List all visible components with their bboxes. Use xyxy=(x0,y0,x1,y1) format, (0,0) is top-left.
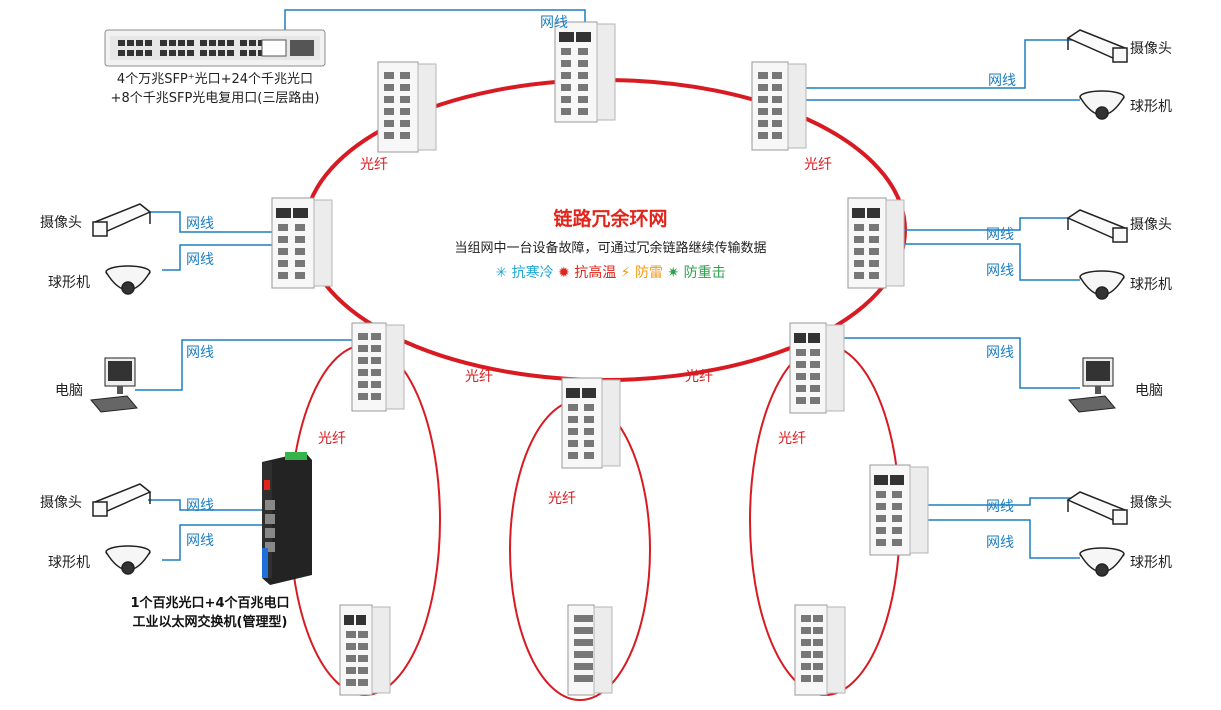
edge-caption-line2: 工业以太网交换机(管理型) xyxy=(132,615,288,630)
fiber-label: 光纤 xyxy=(804,157,832,173)
ring-switch-top-right xyxy=(751,61,807,151)
ring-switch-right xyxy=(847,197,905,289)
cable-label: 网线 xyxy=(986,499,1014,515)
ring-switch-top-left xyxy=(377,61,437,153)
ring-switch-bottom-right xyxy=(789,322,845,414)
cable-label: 网线 xyxy=(988,73,1016,89)
fiber-label: 光纤 xyxy=(778,431,806,447)
diagram-subtitle: 当组网中一台设备故障，可通过冗余链路继续传输数据 xyxy=(454,241,767,256)
ring-switch-left xyxy=(271,197,333,289)
core-switch xyxy=(104,29,326,67)
lightning-icon: ⚡ xyxy=(620,265,631,281)
core-switch-caption: 4个万兆SFP⁺光口+24个千兆光口 +8个千兆SFP光电复用口(三层路由) xyxy=(80,70,350,108)
sun-icon: ✹ xyxy=(558,265,570,281)
pc-icon xyxy=(1068,357,1116,413)
edge-caption-line1: 1个百兆光口+4个百兆电口 xyxy=(130,596,290,611)
dome-camera-icon xyxy=(1079,270,1125,300)
diagram-title: 链路冗余环网 xyxy=(553,208,668,230)
camera-icon xyxy=(1066,491,1128,525)
cable-label: 网线 xyxy=(540,15,568,31)
cable-label: 网线 xyxy=(986,345,1014,361)
dome-label: 球形机 xyxy=(1130,277,1172,293)
ring-switch-bottom-left xyxy=(351,322,405,412)
fiber-label: 光纤 xyxy=(318,431,346,447)
cable-label: 网线 xyxy=(986,535,1014,551)
camera-icon xyxy=(92,483,152,517)
dome-label: 球形机 xyxy=(48,275,90,291)
ethernet-cables xyxy=(135,9,1080,561)
feature-lightning: 防雷 xyxy=(634,265,663,281)
title-block: 链路冗余环网 当组网中一台设备故障，可通过冗余链路继续传输数据 ✳ 抗寒冷 ✹ … xyxy=(0,204,1221,282)
dome-camera-icon xyxy=(105,545,151,575)
cable-label: 网线 xyxy=(186,498,214,514)
cable-label: 网线 xyxy=(186,252,214,268)
fiber-label: 光纤 xyxy=(465,369,493,385)
edge-switch-caption: 1个百兆光口+4个百兆电口 工业以太网交换机(管理型) xyxy=(90,594,330,632)
feature-heat: 抗高温 xyxy=(574,265,617,281)
dome-label: 球形机 xyxy=(48,555,90,571)
camera-label: 摄像头 xyxy=(40,215,82,231)
feature-cold: 抗寒冷 xyxy=(511,265,554,281)
ring-switch-bottom-center xyxy=(561,377,621,469)
ring-switch-top-center xyxy=(554,21,616,123)
dome-label: 球形机 xyxy=(1130,555,1172,571)
burst-icon: ✷ xyxy=(667,265,680,281)
core-caption-line2: +8个千兆SFP光电复用口(三层路由) xyxy=(110,91,320,106)
camera-label: 摄像头 xyxy=(1130,217,1172,233)
dome-camera-icon xyxy=(1079,90,1125,120)
feature-list: ✳ 抗寒冷 ✹ 抗高温 ⚡ 防雷 ✷ 防重击 xyxy=(0,262,1221,282)
fiber-label: 光纤 xyxy=(548,491,576,507)
snowflake-icon: ✳ xyxy=(495,265,508,281)
cable-label: 网线 xyxy=(186,345,214,361)
feature-impact: 防重击 xyxy=(683,265,726,281)
cable-label: 网线 xyxy=(986,263,1014,279)
pc-label: 电脑 xyxy=(55,383,83,399)
fiber-label: 光纤 xyxy=(360,157,388,173)
cable-label: 网线 xyxy=(186,216,214,232)
pc-label: 电脑 xyxy=(1135,383,1163,399)
edge-industrial-switch xyxy=(262,452,312,585)
camera-icon xyxy=(1066,209,1128,243)
dome-camera-icon xyxy=(105,265,151,295)
camera-icon xyxy=(92,203,152,237)
loop-switch-left xyxy=(339,604,391,696)
loop-switch-center xyxy=(567,604,613,696)
loop-switch-right-mid xyxy=(869,464,929,556)
camera-label: 摄像头 xyxy=(1130,495,1172,511)
fiber-label: 光纤 xyxy=(685,369,713,385)
pc-icon xyxy=(90,357,138,413)
cable-label: 网线 xyxy=(186,533,214,549)
camera-label: 摄像头 xyxy=(1130,41,1172,57)
loop-switch-right xyxy=(794,604,846,696)
camera-label: 摄像头 xyxy=(40,495,82,511)
camera-icon xyxy=(1066,29,1128,63)
core-caption-line1: 4个万兆SFP⁺光口+24个千兆光口 xyxy=(116,72,314,87)
cable-label: 网线 xyxy=(986,227,1014,243)
dome-camera-icon xyxy=(1079,547,1125,577)
dome-label: 球形机 xyxy=(1130,99,1172,115)
